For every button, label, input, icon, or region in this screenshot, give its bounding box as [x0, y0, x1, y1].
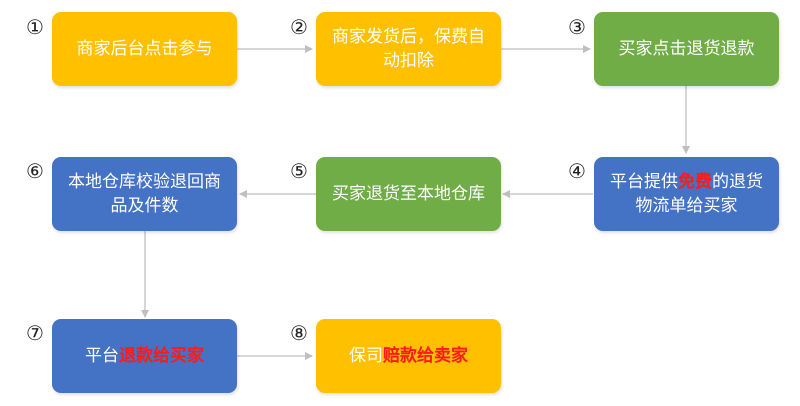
step-6-text: 本地仓库校验退回商品及件数	[66, 170, 223, 218]
step-4-box: 平台提供免费的退货物流单给买家	[594, 157, 779, 231]
step-text-segment: 本地仓库校验退回商品及件数	[68, 172, 221, 216]
step-8-box: 保司赔款给卖家	[316, 319, 501, 393]
step-8-text: 保司赔款给卖家	[349, 344, 468, 368]
highlighted-text: 退款给买家	[119, 346, 204, 366]
step-7-box: 平台退款给买家	[52, 319, 237, 393]
step-2-text: 商家发货后，保费自动扣除	[330, 25, 487, 73]
step-3-number: ③	[568, 15, 586, 39]
step-2-number: ②	[290, 15, 308, 39]
step-7-number: ⑦	[26, 321, 44, 345]
step-2-box: 商家发货后，保费自动扣除	[316, 12, 501, 86]
step-text-segment: 商家发货后，保费自动扣除	[332, 27, 485, 71]
step-text-segment: 平台提供	[610, 172, 678, 192]
step-3-text: 买家点击退货退款	[619, 37, 755, 61]
highlighted-text: 免费	[678, 172, 712, 192]
step-5-number: ⑤	[290, 159, 308, 183]
step-text-segment: 买家退货至本地仓库	[332, 184, 485, 204]
step-text-segment: 平台	[85, 346, 119, 366]
step-6-box: 本地仓库校验退回商品及件数	[52, 157, 237, 231]
step-text-segment: 的退货物流单给买家	[635, 172, 764, 216]
step-text-segment: 保司	[349, 346, 383, 366]
step-text-segment: 买家点击退货退款	[618, 39, 755, 59]
step-7-text: 平台退款给买家	[85, 344, 204, 368]
step-1-text: 商家后台点击参与	[77, 37, 213, 61]
step-1-box: 商家后台点击参与	[52, 12, 237, 86]
highlighted-text: 赔款给卖家	[383, 346, 468, 366]
step-5-text: 买家退货至本地仓库	[332, 182, 485, 206]
step-8-number: ⑧	[290, 321, 308, 345]
step-1-number: ①	[26, 15, 44, 39]
step-4-text: 平台提供免费的退货物流单给买家	[608, 170, 765, 218]
step-5-box: 买家退货至本地仓库	[316, 157, 501, 231]
step-4-number: ④	[568, 159, 586, 183]
step-text-segment: 商家后台点击参与	[76, 39, 213, 59]
step-6-number: ⑥	[26, 159, 44, 183]
step-3-box: 买家点击退货退款	[594, 12, 779, 86]
